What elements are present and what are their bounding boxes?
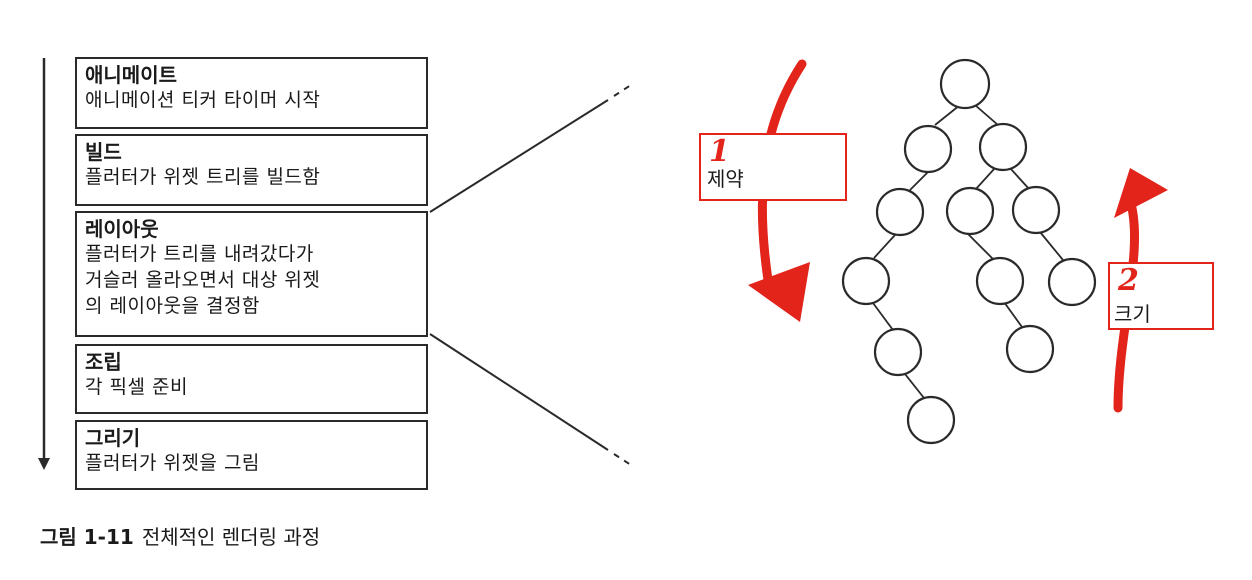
tree-node (975, 256, 1025, 306)
stage-build: 빌드 플러터가 위젯 트리를 빌드함 (75, 134, 428, 206)
widget-tree-edges (872, 104, 1064, 399)
tree-node (875, 187, 925, 237)
stage-title: 조립 (85, 350, 122, 374)
zoom-line-bottom-dash (613, 453, 635, 468)
stage-description-line: 의 레이아웃을 결정함 (85, 295, 260, 317)
stage-paint: 그리기 플러터가 위젯을 그림 (75, 420, 428, 490)
stage-description: 애니메이션 티커 타이머 시작 (85, 89, 321, 111)
tree-node (906, 395, 956, 445)
figure-number: 그림 1-11 (40, 525, 134, 549)
tree-node (1047, 257, 1097, 307)
tree-node (903, 124, 953, 174)
zoom-line-bottom (429, 333, 609, 451)
constraints-label: 제약 (707, 167, 744, 191)
stage-title: 빌드 (85, 140, 122, 164)
zoom-line-top-dash (613, 82, 635, 97)
tree-node (1005, 324, 1055, 374)
sizes-label: 크기 (1114, 302, 1151, 326)
stage-title: 레이아웃 (85, 217, 159, 241)
stage-description-line: 거슬러 올라오면서 대상 위젯 (85, 269, 321, 291)
tree-node (873, 327, 923, 377)
tree-node (1011, 185, 1061, 235)
tree-node (978, 122, 1028, 172)
constraints-step-number: 1 (709, 134, 730, 169)
constraints-label-box: 1 제약 (699, 133, 847, 201)
stage-composite: 조립 각 픽셀 준비 (75, 344, 428, 414)
figure-caption: 그림 1-11 전체적인 렌더링 과정 (40, 524, 320, 550)
stage-title: 애니메이트 (85, 63, 177, 87)
stage-title: 그리기 (85, 426, 141, 450)
sizes-arrowhead (1114, 168, 1168, 218)
sizes-label-box: 2 크기 (1108, 262, 1214, 330)
zoom-line-top (429, 99, 609, 213)
stage-description-line: 플러터가 트리를 내려갔다가 (85, 243, 314, 265)
stage-description: 플러터가 위젯을 그림 (85, 452, 260, 474)
stage-description: 플러터가 위젯 트리를 빌드함 (85, 166, 321, 188)
sizes-step-number: 2 (1118, 263, 1139, 298)
tree-node (939, 58, 991, 110)
tree-node (841, 256, 891, 306)
stage-animate: 애니메이트 애니메이션 티커 타이머 시작 (75, 57, 428, 129)
widget-tree-nodes (841, 58, 1097, 445)
stage-layout: 레이아웃 플러터가 트리를 내려갔다가 거슬러 올라오면서 대상 위젯 의 레이… (75, 211, 428, 337)
stage-description: 각 픽셀 준비 (85, 376, 188, 398)
pipeline-flow-arrowhead (38, 458, 50, 470)
tree-node (945, 186, 995, 236)
caption-text: 전체적인 렌더링 과정 (141, 525, 321, 549)
constraints-arrowhead (748, 262, 810, 322)
